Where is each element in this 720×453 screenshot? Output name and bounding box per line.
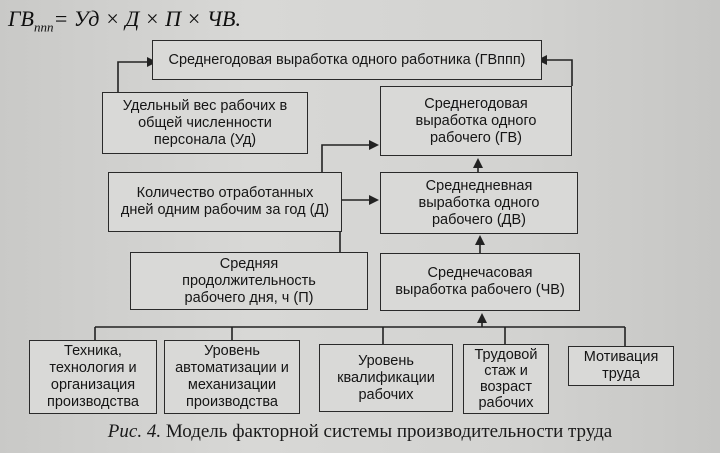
caption-text: Модель факторной системы производительно… xyxy=(165,421,613,442)
formula-lhs: ГВ xyxy=(8,6,34,31)
formula: ГВппп= Уд × Д × П × ЧВ. xyxy=(8,6,241,35)
arrow-p-to-dv xyxy=(339,195,379,252)
box-factor-automation: Уровень автоматизации и механизации прои… xyxy=(164,340,300,414)
box-chv-label: Среднечасовая выработка рабочего (ЧВ) xyxy=(395,265,565,298)
box-d: Количество отработанных дней одним рабоч… xyxy=(108,172,342,232)
box-factor-qualification-label: Уровень квалификации рабочих xyxy=(337,352,435,403)
box-factor-technology-label: Техника, технология и организация произв… xyxy=(47,343,139,410)
caption-label: Рис. 4. xyxy=(107,421,162,442)
box-factor-experience: Трудовой стаж и возраст рабочих xyxy=(463,344,549,414)
box-chv: Среднечасовая выработка рабочего (ЧВ) xyxy=(380,253,580,311)
box-dv-label: Среднедневная выработка одного рабочего … xyxy=(418,177,540,228)
box-dv: Среднедневная выработка одного рабочего … xyxy=(380,172,578,234)
figure-caption: Рис. 4. Модель факторной системы произво… xyxy=(0,421,720,443)
box-p: Средняя продолжительность рабочего дня, … xyxy=(130,252,368,310)
arrow-ud-to-top xyxy=(117,57,157,92)
box-factor-automation-label: Уровень автоматизации и механизации прои… xyxy=(175,343,289,410)
formula-rhs: = Уд × Д × П × ЧВ. xyxy=(53,6,241,31)
arrow-gv-to-top xyxy=(537,55,573,86)
arrow-d-to-gv xyxy=(321,140,379,172)
box-ud-label: Удельный вес рабочих в общей численности… xyxy=(122,97,288,148)
box-factor-qualification: Уровень квалификации рабочих xyxy=(319,344,453,412)
box-factor-technology: Техника, технология и организация произв… xyxy=(29,340,157,414)
box-factor-motivation: Мотивация труда xyxy=(568,346,674,386)
box-factor-motivation-label: Мотивация труда xyxy=(583,349,659,382)
box-gv-label: Среднегодовая выработка одного рабочего … xyxy=(415,95,537,146)
box-ud: Удельный вес рабочих в общей численности… xyxy=(102,92,308,154)
formula-lhs-subscript: ппп xyxy=(33,19,54,35)
box-gv: Среднегодовая выработка одного рабочего … xyxy=(380,86,572,156)
box-factor-experience-label: Трудовой стаж и возраст рабочих xyxy=(474,347,538,411)
box-p-label: Средняя продолжительность рабочего дня, … xyxy=(182,255,316,306)
box-top-label: Среднегодовая выработка одного работника… xyxy=(168,51,526,68)
box-d-label: Количество отработанных дней одним рабоч… xyxy=(120,185,330,218)
box-top-output: Среднегодовая выработка одного работника… xyxy=(152,40,542,80)
